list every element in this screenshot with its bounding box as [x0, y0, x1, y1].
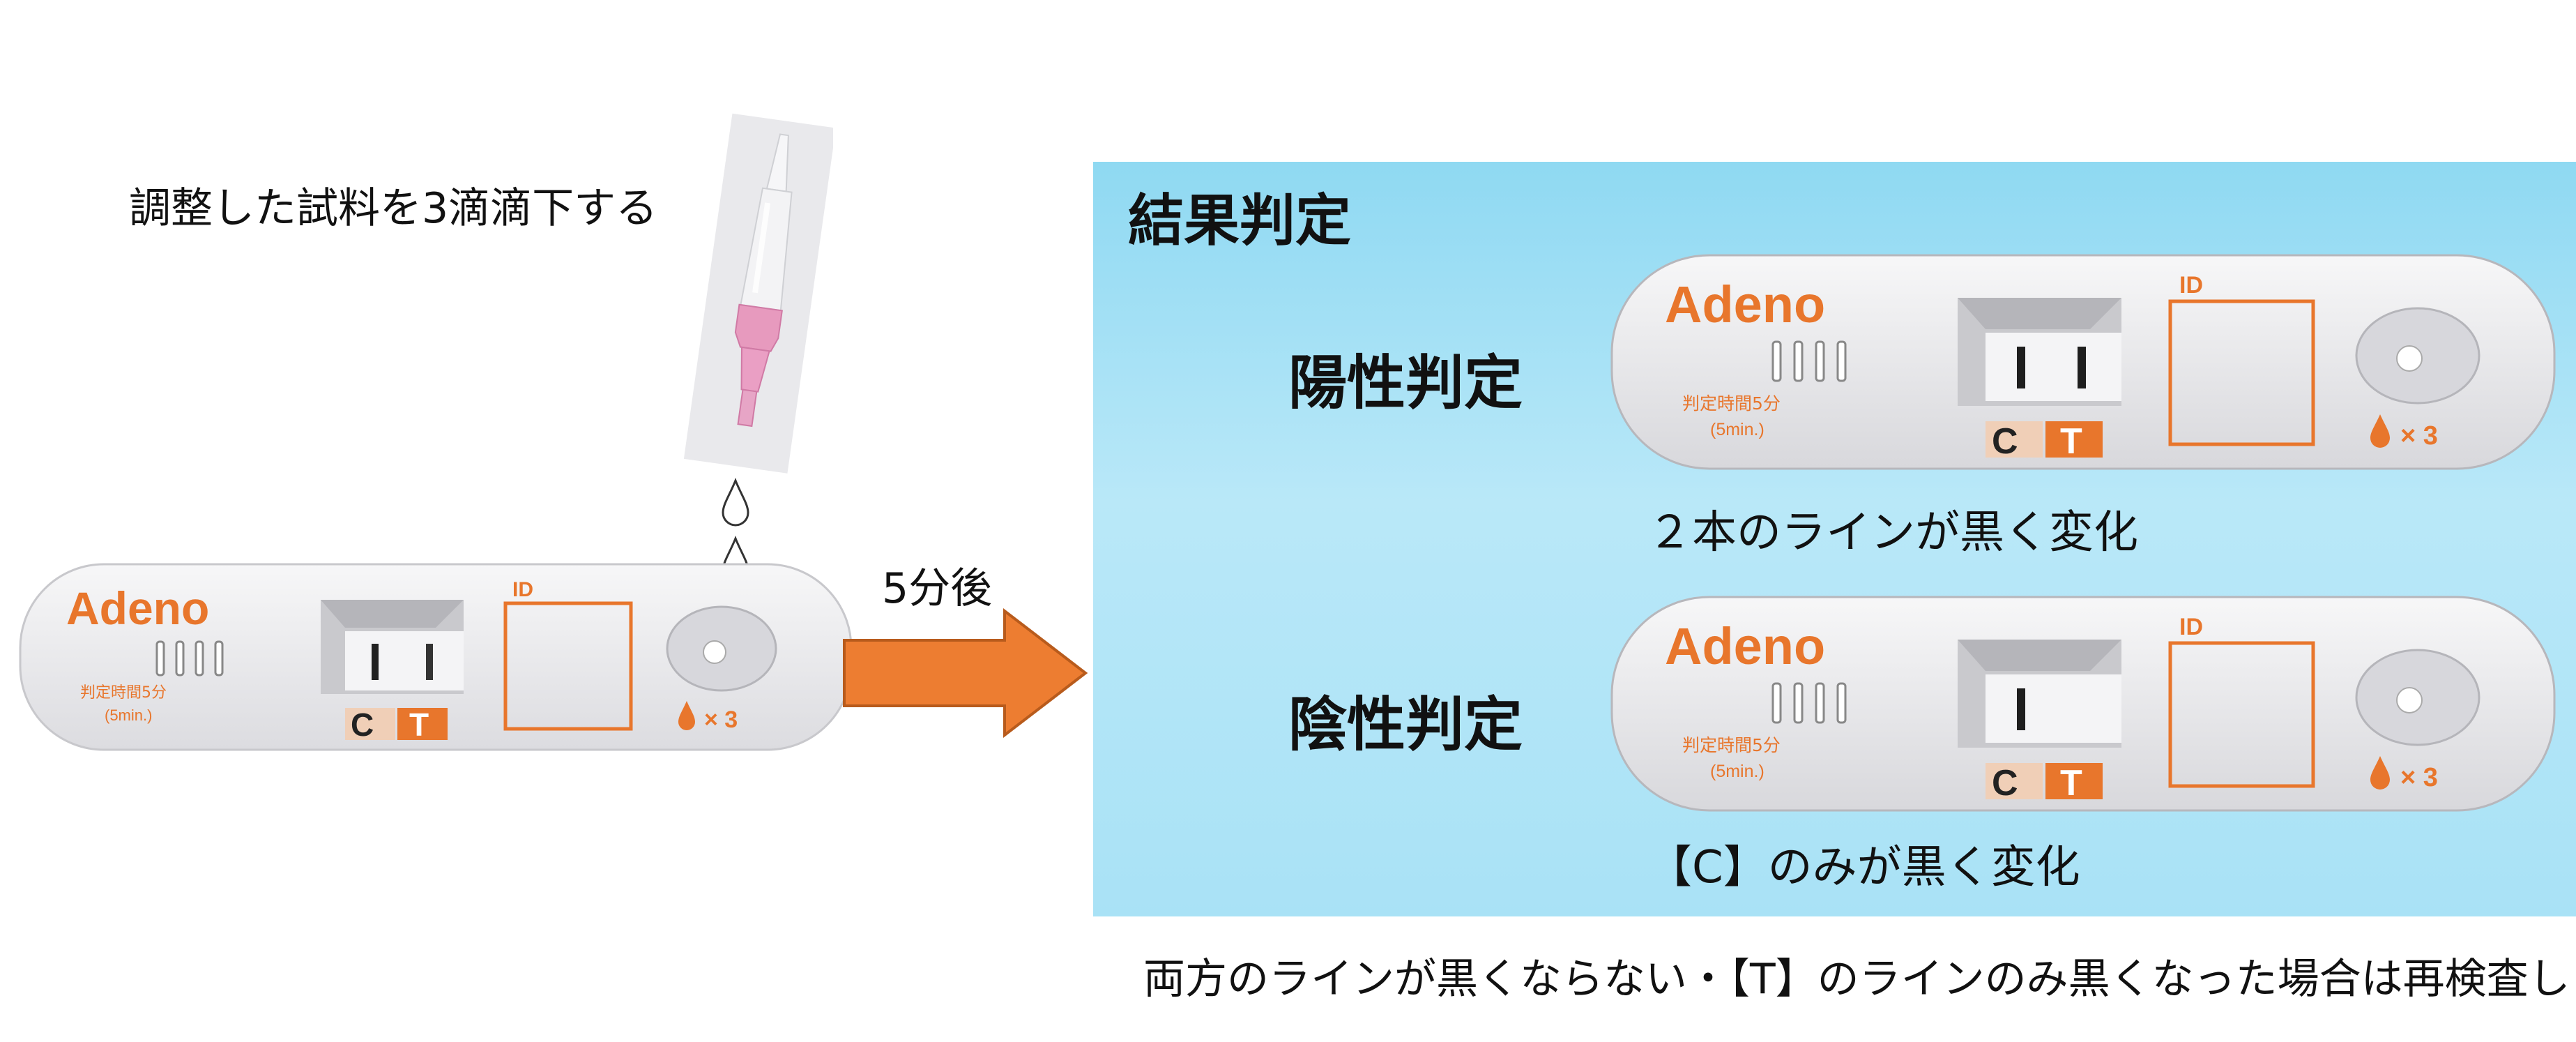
drop-count: × 3 — [2400, 763, 2438, 792]
t-label: T — [409, 707, 429, 743]
c-line — [372, 644, 379, 680]
arrow-right-icon — [840, 607, 1091, 739]
wait-label: 5分後 — [882, 564, 993, 613]
brand-label: Adeno — [1665, 617, 1825, 675]
positive-cassette: Adeno 判定時間5分 (5min.) C T ID × 3 — [1609, 252, 2557, 472]
c-label: C — [1992, 421, 2018, 462]
time-label-en: (5min.) — [1710, 420, 1765, 439]
drop-icon — [720, 477, 751, 527]
drop-count: × 3 — [2400, 421, 2438, 451]
drop-icon — [2370, 756, 2390, 790]
test-cassette: Adeno 判定時間5分 (5min.) C T ID × 3 — [17, 561, 854, 753]
drop-count: × 3 — [704, 707, 738, 733]
brand-label: Adeno — [1665, 275, 1825, 333]
positive-caption: ２本のラインが黒く変化 — [1647, 507, 2138, 559]
t-label: T — [2060, 421, 2082, 462]
negative-caption: 【C】のみが黒く変化 — [1647, 842, 2080, 893]
drop-icon — [2370, 414, 2390, 448]
positive-label: 陽性判定 — [1288, 349, 1523, 417]
result-panel-title: 結果判定 — [1128, 188, 1351, 253]
time-label-en: (5min.) — [105, 707, 152, 724]
t-label: T — [2060, 763, 2082, 803]
negative-cassette: Adeno 判定時間5分 (5min.) C T ID × 3 — [1609, 594, 2557, 814]
t-line — [426, 644, 433, 680]
negative-label: 陰性判定 — [1288, 690, 1523, 759]
drop-icon — [678, 701, 695, 730]
c-label: C — [1992, 763, 2018, 803]
result-panel: 結果判定 陽性判定 陰性判定 Adeno 判定時間5分 (5min.) — [1093, 162, 2576, 916]
time-label-en: (5min.) — [1710, 762, 1765, 781]
id-label: ID — [2179, 614, 2203, 640]
id-box — [2168, 299, 2315, 446]
id-label: ID — [2179, 272, 2203, 299]
c-line — [2017, 347, 2025, 388]
id-label: ID — [512, 578, 533, 601]
time-label: 判定時間5分 — [1682, 393, 1781, 414]
id-box — [2168, 641, 2315, 788]
c-label: C — [351, 707, 374, 743]
id-box — [503, 601, 633, 731]
dropper-instruction: 調整した試料を3滴滴下する — [129, 184, 658, 233]
retest-note: 両方のラインが黒くならない・【T】のラインのみ黒くなった場合は再検査します — [1143, 955, 2576, 1004]
time-label: 判定時間5分 — [1682, 735, 1781, 755]
brand-label: Adeno — [66, 582, 209, 634]
time-label: 判定時間5分 — [80, 684, 167, 702]
t-line — [2078, 347, 2086, 388]
dropper-bottle-image — [680, 105, 837, 481]
c-line — [2017, 688, 2025, 730]
